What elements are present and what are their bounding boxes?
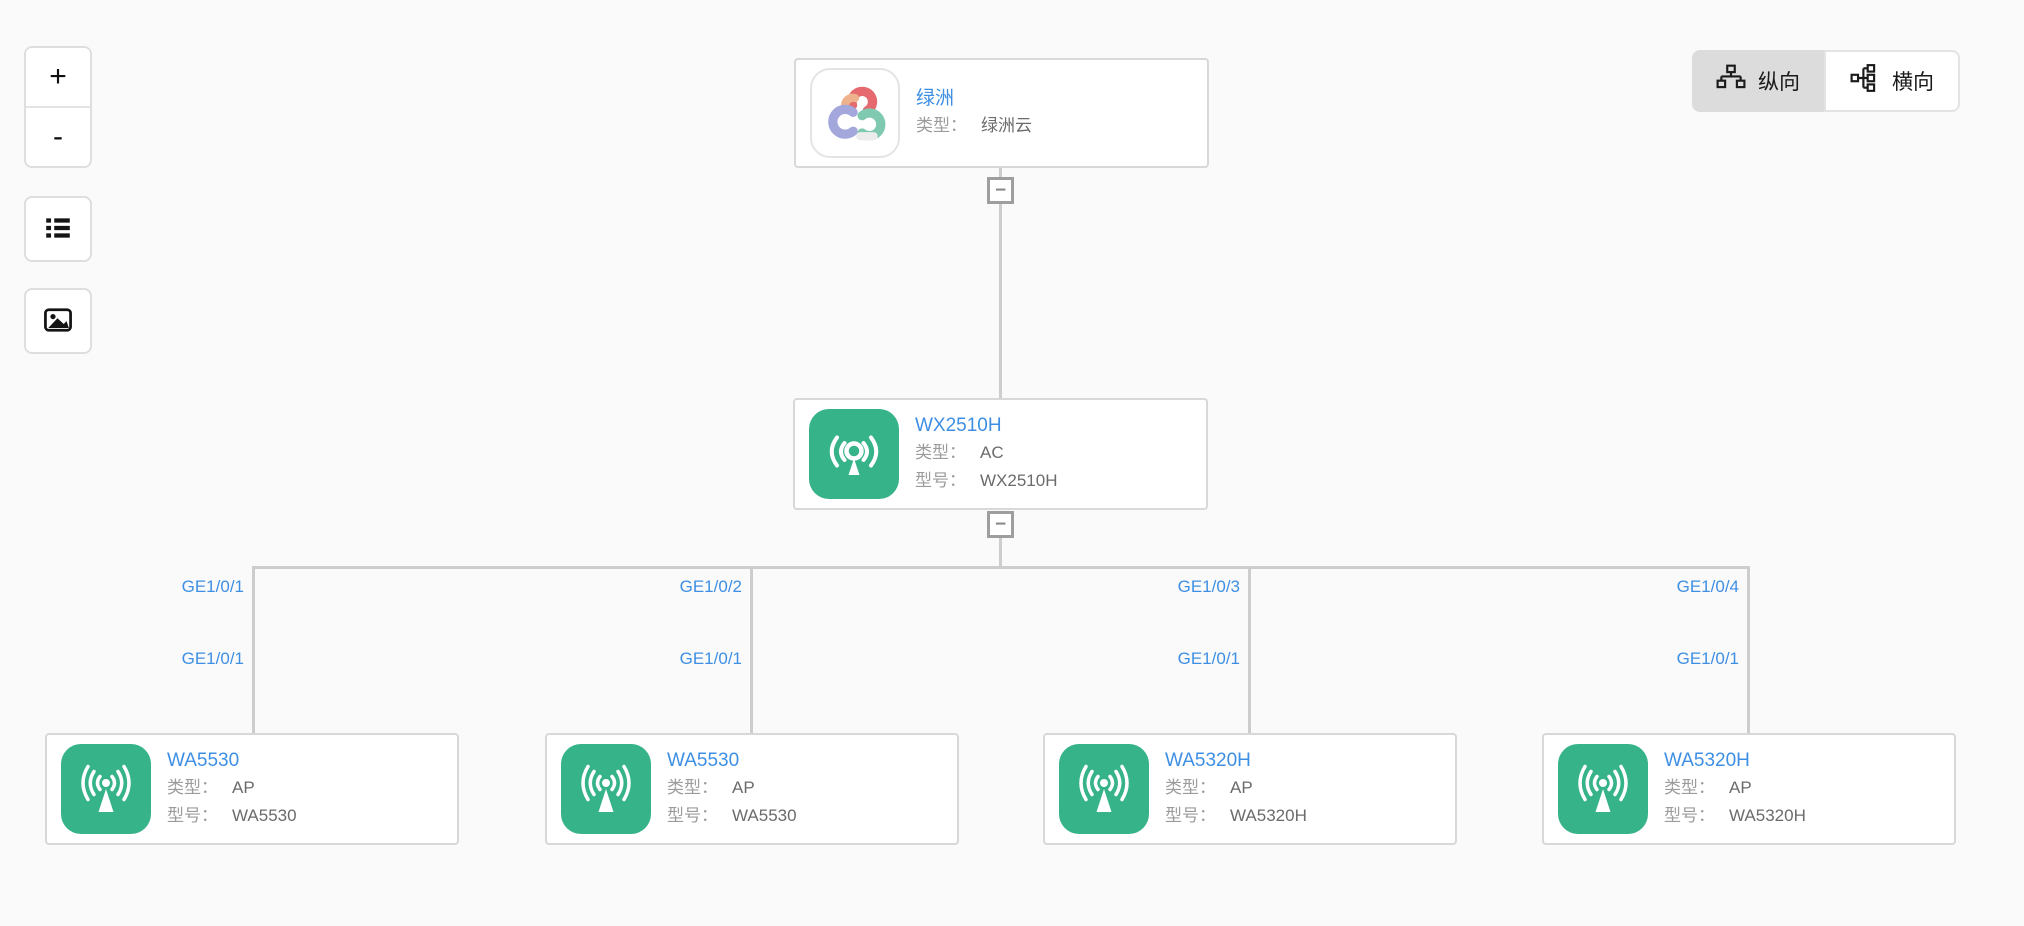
model-label: 型号： — [1664, 806, 1715, 825]
node-type-row: 类型： 绿洲云 — [916, 112, 1032, 140]
type-label: 类型： — [1664, 778, 1715, 797]
model-value: WA5320H — [1729, 806, 1806, 825]
node-model-row: 型号： WX2510H — [915, 467, 1057, 495]
collapse-toggle-ac[interactable]: − — [987, 511, 1014, 538]
edge-ac-to-bus — [999, 511, 1002, 568]
node-type-row: 类型： AP — [1664, 774, 1806, 802]
node-type-row: 类型： AC — [915, 439, 1057, 467]
model-value: WX2510H — [980, 471, 1058, 490]
node-card-ac[interactable]: WX2510H 类型： AC 型号： WX2510H — [793, 398, 1208, 510]
node-model-row: 型号： WA5530 — [667, 802, 797, 830]
model-label: 型号： — [915, 471, 966, 490]
port-label-ap-side: GE1/0/1 — [1177, 649, 1240, 668]
layout-horizontal-label: 横向 — [1892, 71, 1934, 94]
type-label: 类型： — [916, 116, 967, 135]
node-card-ap-2[interactable]: WA5530 类型： AP 型号： WA5530 — [545, 733, 959, 845]
type-label: 类型： — [167, 778, 218, 797]
vertical-tree-icon — [1716, 63, 1746, 99]
port-label-ap-side: GE1/0/1 — [181, 649, 244, 668]
edge-bus-to-ap4 — [1747, 566, 1750, 733]
zoom-control-group: + - — [24, 46, 92, 168]
port-label-ac-side: GE1/0/2 — [679, 577, 742, 596]
edge-cloud-to-ac — [999, 168, 1002, 398]
zoom-in-button[interactable]: + — [26, 48, 90, 106]
port-label-ac-side: GE1/0/1 — [181, 577, 244, 596]
model-value: WA5320H — [1230, 806, 1307, 825]
edge-bus-to-ap2 — [750, 566, 753, 733]
wireless-ap-icon — [61, 744, 151, 834]
node-title-ap[interactable]: WA5320H — [1165, 750, 1251, 771]
model-label: 型号： — [167, 806, 218, 825]
type-value: AP — [1230, 778, 1253, 797]
device-list-button[interactable] — [24, 196, 92, 262]
node-model-row: 型号： WA5320H — [1165, 802, 1307, 830]
divider — [26, 106, 90, 108]
wireless-ac-icon — [809, 409, 899, 499]
node-type-row: 类型： AP — [1165, 774, 1307, 802]
layout-horizontal-button[interactable]: 横向 — [1824, 50, 1960, 112]
export-image-button[interactable] — [24, 288, 92, 354]
node-card-cloud[interactable]: 绿洲 类型： 绿洲云 — [794, 58, 1209, 168]
node-title-cloud[interactable]: 绿洲 — [916, 88, 955, 109]
node-card-ap-1[interactable]: WA5530 类型： AP 型号： WA5530 — [45, 733, 459, 845]
node-card-ap-3[interactable]: WA5320H 类型： AP 型号： WA5320H — [1043, 733, 1457, 845]
node-title-ap[interactable]: WA5320H — [1664, 750, 1750, 771]
node-type-row: 类型： AP — [167, 774, 297, 802]
type-value: AP — [732, 778, 755, 797]
edge-bus-to-ap1 — [252, 566, 255, 733]
edge-bus-horizontal — [252, 566, 1749, 569]
type-value: 绿洲云 — [981, 116, 1032, 135]
node-title-ac[interactable]: WX2510H — [915, 415, 1002, 436]
type-label: 类型： — [1165, 778, 1216, 797]
collapse-toggle-cloud[interactable]: − — [987, 177, 1014, 204]
node-title-ap[interactable]: WA5530 — [167, 750, 240, 771]
type-value: AP — [1729, 778, 1752, 797]
wireless-ap-icon — [561, 744, 651, 834]
type-label: 类型： — [915, 443, 966, 462]
model-value: WA5530 — [232, 806, 297, 825]
node-type-row: 类型： AP — [667, 774, 797, 802]
model-label: 型号： — [667, 806, 718, 825]
image-icon — [42, 304, 74, 339]
node-model-row: 型号： WA5320H — [1664, 802, 1806, 830]
layout-vertical-label: 纵向 — [1758, 71, 1800, 94]
list-icon — [43, 213, 73, 246]
port-label-ac-side: GE1/0/4 — [1676, 577, 1739, 596]
edge-bus-to-ap3 — [1248, 566, 1251, 733]
type-value: AC — [980, 443, 1004, 462]
layout-toggle: 纵向 横向 — [1692, 50, 1960, 112]
horizontal-tree-icon — [1850, 63, 1880, 99]
node-model-row: 型号： WA5530 — [167, 802, 297, 830]
zoom-out-button[interactable]: - — [26, 108, 90, 166]
layout-vertical-button[interactable]: 纵向 — [1692, 50, 1824, 112]
wireless-ap-icon — [1059, 744, 1149, 834]
port-label-ap-side: GE1/0/1 — [679, 649, 742, 668]
type-label: 类型： — [667, 778, 718, 797]
node-title-ap[interactable]: WA5530 — [667, 750, 740, 771]
wireless-ap-icon — [1558, 744, 1648, 834]
type-value: AP — [232, 778, 255, 797]
oasis-cloud-icon — [810, 68, 900, 158]
port-label-ac-side: GE1/0/3 — [1177, 577, 1240, 596]
port-label-ap-side: GE1/0/1 — [1676, 649, 1739, 668]
model-value: WA5530 — [732, 806, 797, 825]
model-label: 型号： — [1165, 806, 1216, 825]
node-card-ap-4[interactable]: WA5320H 类型： AP 型号： WA5320H — [1542, 733, 1956, 845]
